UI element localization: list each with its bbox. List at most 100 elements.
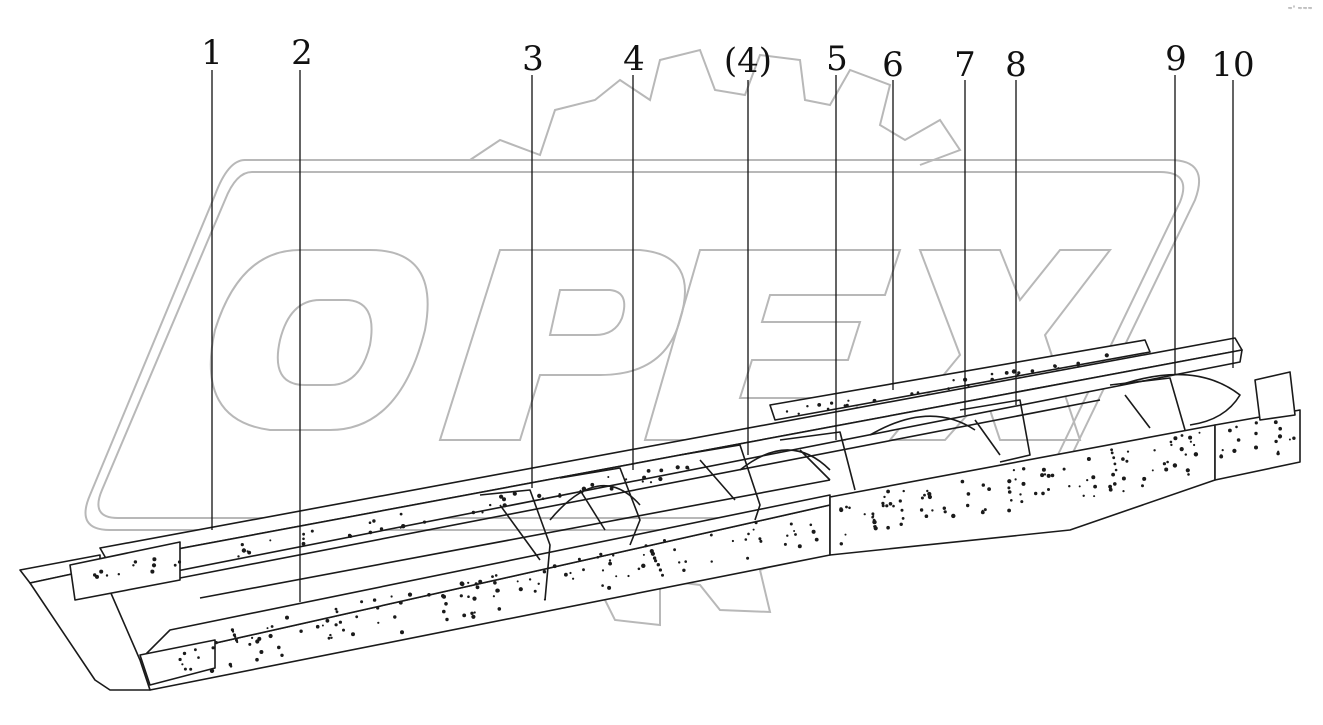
rivet-hole bbox=[990, 372, 994, 376]
rivet-hole bbox=[596, 556, 600, 559]
rivet-hole bbox=[644, 544, 648, 548]
rivet-hole bbox=[105, 574, 109, 577]
rivet-hole bbox=[1010, 499, 1013, 502]
rivet-hole bbox=[1019, 493, 1022, 496]
rivet-hole bbox=[817, 403, 822, 407]
rivet-hole bbox=[398, 600, 403, 605]
rivet-hole bbox=[863, 513, 866, 516]
rivet-hole bbox=[599, 552, 603, 556]
rivet-hole bbox=[407, 592, 413, 597]
rivet-hole bbox=[183, 667, 187, 671]
rivet-hole bbox=[481, 511, 484, 514]
rivet-hole bbox=[785, 410, 789, 413]
rivet-hole bbox=[492, 595, 495, 598]
rivet-hole bbox=[650, 551, 656, 556]
rivet-hole bbox=[241, 548, 247, 553]
rivet-hole bbox=[1221, 449, 1224, 452]
rivet-hole bbox=[478, 579, 483, 584]
rivet-hole bbox=[302, 537, 305, 541]
rivet-hole bbox=[649, 481, 653, 484]
callout-5: 5 bbox=[826, 39, 848, 79]
callout-7: 7 bbox=[954, 45, 976, 85]
rivet-hole bbox=[793, 530, 796, 532]
rivet-hole bbox=[518, 587, 523, 592]
rivet-hole bbox=[329, 633, 332, 637]
rivet-hole bbox=[885, 504, 889, 508]
rivet-pattern bbox=[93, 353, 1296, 673]
rivet-hole bbox=[266, 627, 269, 630]
rivet-hole bbox=[173, 563, 177, 567]
rivet-hole bbox=[150, 569, 155, 574]
rivet-hole bbox=[462, 613, 467, 618]
rivet-hole bbox=[474, 582, 478, 586]
rivet-hole bbox=[872, 398, 877, 403]
rivet-hole bbox=[541, 497, 545, 501]
rivet-hole bbox=[1126, 450, 1130, 453]
rivet-hole bbox=[1112, 456, 1116, 460]
rivet-hole bbox=[1151, 469, 1154, 472]
rivet-hole bbox=[214, 641, 218, 645]
rivet-hole bbox=[684, 560, 687, 563]
rivet-hole bbox=[981, 483, 985, 487]
rivet-hole bbox=[898, 499, 902, 503]
rivet-hole bbox=[608, 559, 612, 562]
rivet-hole bbox=[637, 567, 641, 571]
rivet-hole bbox=[947, 387, 950, 390]
rivet-hole bbox=[497, 607, 502, 611]
rivet-hole bbox=[590, 482, 595, 487]
rivet-hole bbox=[489, 503, 492, 507]
rivet-hole bbox=[390, 595, 393, 598]
rivet-hole bbox=[315, 624, 320, 629]
arched-crossmember-left bbox=[549, 484, 641, 521]
rivet-hole bbox=[1011, 369, 1017, 374]
rivet-hole bbox=[826, 407, 830, 411]
rivet-hole bbox=[502, 503, 507, 508]
rivet-hole bbox=[658, 476, 663, 482]
rivet-hole bbox=[537, 582, 540, 585]
rivet-hole bbox=[459, 594, 463, 598]
rivet-hole bbox=[581, 486, 587, 491]
rivet-hole bbox=[1121, 457, 1125, 461]
rivet-hole bbox=[926, 489, 929, 493]
rivet-hole bbox=[1276, 451, 1280, 456]
rivet-hole bbox=[178, 657, 182, 662]
rivet-hole bbox=[752, 528, 755, 531]
rivet-hole bbox=[812, 531, 816, 534]
rivet-hole bbox=[152, 557, 157, 562]
rivet-hole bbox=[516, 580, 519, 583]
rivet-hole bbox=[1113, 482, 1117, 486]
rivet-hole bbox=[194, 648, 197, 652]
rivet-hole bbox=[809, 523, 813, 527]
rivet-hole bbox=[966, 492, 971, 496]
rivet-hole bbox=[569, 571, 572, 575]
rivet-hole bbox=[1228, 428, 1232, 433]
rivet-hole bbox=[886, 525, 890, 530]
rivet-hole bbox=[758, 537, 762, 541]
rivet-hole bbox=[342, 628, 345, 632]
rivet-hole bbox=[334, 607, 338, 611]
rivet-hole bbox=[1273, 420, 1278, 425]
rivet-hole bbox=[427, 593, 431, 597]
rivet-hole bbox=[1110, 448, 1113, 452]
watermark-letter-o-inner bbox=[276, 299, 373, 386]
rivet-hole bbox=[789, 522, 793, 526]
rivet-hole bbox=[747, 532, 750, 536]
rivet-hole bbox=[268, 633, 273, 639]
rivet-hole bbox=[1034, 491, 1038, 496]
rivet-hole bbox=[189, 667, 193, 671]
rivet-hole bbox=[888, 502, 893, 506]
rivet-hole bbox=[845, 403, 849, 407]
rivet-hole bbox=[783, 542, 787, 546]
rivet-hole bbox=[247, 550, 252, 555]
rivet-hole bbox=[472, 596, 477, 601]
rivet-hole bbox=[564, 572, 568, 577]
rivet-hole bbox=[966, 503, 970, 508]
rivet-hole bbox=[1012, 469, 1016, 472]
rivet-hole bbox=[475, 585, 480, 590]
rivet-hole bbox=[1068, 485, 1071, 488]
rivet-hole bbox=[237, 555, 240, 558]
rivet-hole bbox=[209, 668, 215, 673]
rivet-hole bbox=[197, 656, 200, 659]
rivet-hole bbox=[900, 508, 904, 512]
rivet-hole bbox=[1170, 443, 1173, 447]
